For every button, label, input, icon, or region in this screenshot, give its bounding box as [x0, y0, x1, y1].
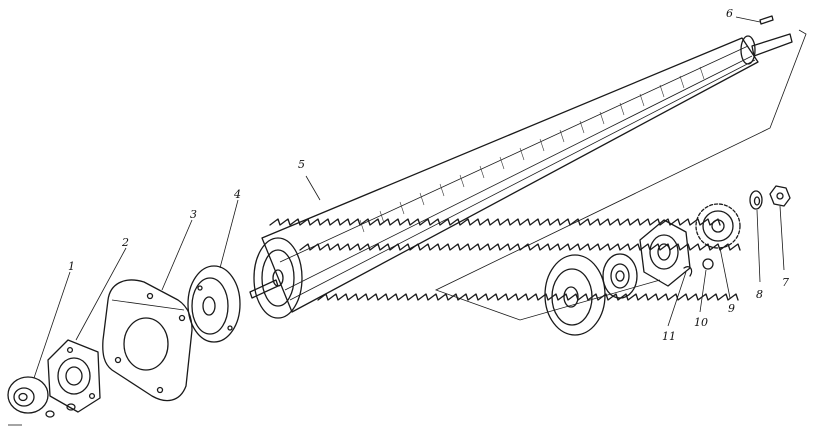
leader-lines [33, 16, 785, 379]
callout-labels: 1 2 3 4 5 6 7 8 9 10 11 [68, 7, 789, 343]
toothed-drum [249, 33, 793, 319]
callout-10: 10 [694, 316, 708, 329]
callout-3: 3 [190, 208, 197, 221]
callout-4: 4 [233, 188, 241, 201]
callout-5: 5 [298, 158, 305, 171]
callout-2: 2 [121, 236, 129, 249]
bearing [602, 253, 638, 299]
hub-cap [7, 376, 49, 426]
callout-7: 7 [782, 276, 789, 289]
nut [769, 185, 791, 207]
screw [45, 403, 76, 418]
shaft-key [759, 15, 774, 25]
bearing-flange-housing-left [47, 339, 101, 413]
small-nut [702, 258, 714, 270]
mounting-plate [102, 279, 193, 402]
bearing-flange-housing-right [639, 219, 691, 287]
washer [749, 190, 763, 210]
callout-8: 8 [756, 288, 763, 301]
circlip [683, 266, 693, 277]
callout-bracket [434, 29, 807, 321]
end-disc-right [544, 254, 606, 336]
callout-6: 6 [726, 7, 733, 20]
end-disc-left [187, 265, 241, 343]
sprocket [695, 203, 741, 249]
callout-1: 1 [68, 260, 75, 273]
callout-11: 11 [662, 330, 676, 343]
callout-9: 9 [728, 302, 735, 315]
